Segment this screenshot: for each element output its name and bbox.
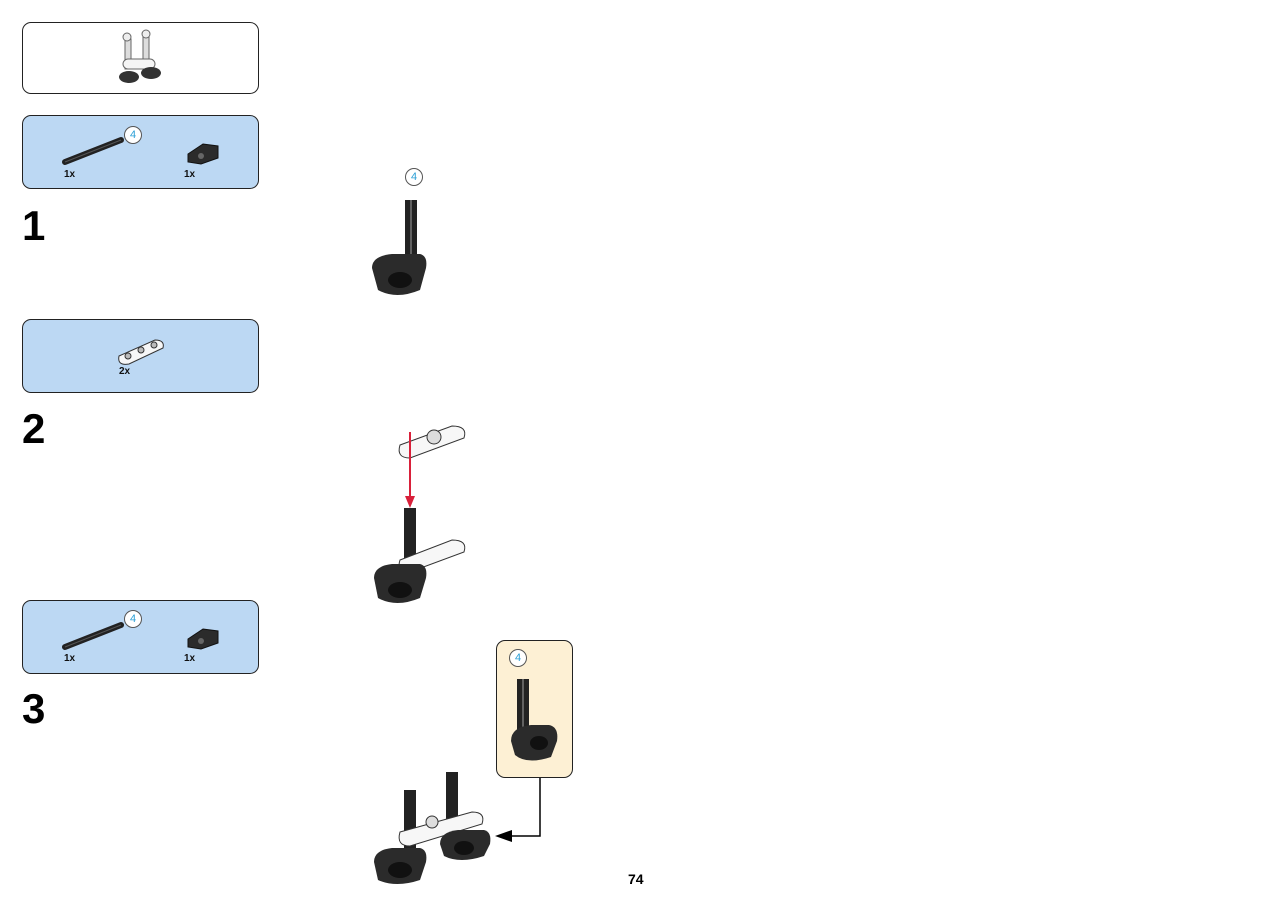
subassembly-callout-box: 4 (496, 640, 573, 778)
beam-3-icon (118, 339, 164, 365)
step3-parts-box: 4 1x 1x (22, 600, 259, 674)
beam-quantity: 2x (119, 366, 131, 377)
axle-icon (62, 137, 124, 165)
step-number-1: 1 (22, 202, 46, 249)
axle-icon (62, 622, 124, 650)
connector-quantity: 1x (184, 169, 196, 180)
axle-connector-icon (187, 628, 219, 650)
step2-parts-box: 2x (22, 319, 259, 393)
subassembly-length-callout: 4 (509, 649, 527, 667)
axle-length-callout: 4 (124, 126, 142, 144)
axle-length-callout: 4 (124, 610, 142, 628)
step-number-3: 3 (22, 685, 46, 732)
step-number-2: 2 (22, 405, 46, 452)
leg-assembly-icon (119, 29, 161, 83)
connector-quantity: 1x (184, 653, 196, 664)
axle-connector-icon (187, 143, 219, 165)
page-number: 74 (628, 871, 644, 887)
axle-quantity: 1x (64, 169, 76, 180)
step1-axle-length-callout: 4 (405, 168, 423, 186)
subassembly-image (511, 679, 558, 761)
step1-parts-box: 4 1x 1x (22, 115, 259, 189)
submodel-preview-box (22, 22, 259, 94)
axle-quantity: 1x (64, 653, 76, 664)
